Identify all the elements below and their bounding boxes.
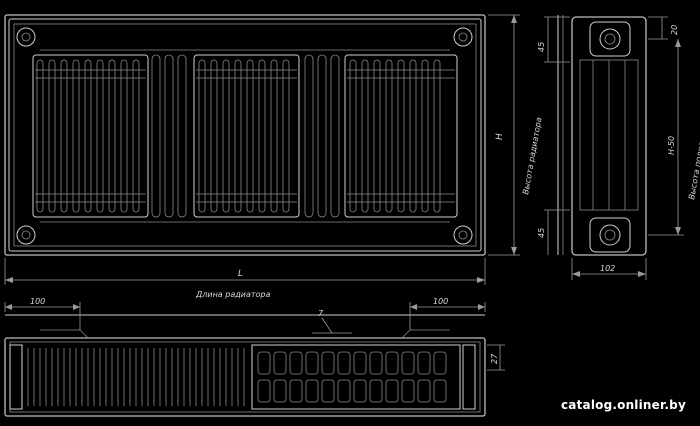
length-dimension: L Длина радиатора (4, 258, 486, 299)
top-view (4, 314, 486, 417)
top-view-convector-right (251, 344, 461, 410)
dim-100-left: 100 (30, 297, 45, 306)
fin-block-center-right (304, 54, 340, 218)
dim-27: 27 (490, 353, 499, 364)
side-view (557, 15, 647, 256)
h50-caption: Высота подключения (687, 110, 700, 201)
corner-bracket-br (453, 225, 473, 245)
dim-7: 7 (318, 309, 324, 318)
corner-bracket-tr (453, 27, 473, 47)
dim-100-right: 100 (433, 297, 448, 306)
watermark: catalog.onliner.by (560, 398, 686, 412)
fin-block-center-left (151, 54, 187, 218)
corner-bracket-bl (16, 225, 36, 245)
corner-bracket-tl (16, 27, 36, 47)
dim-45-bottom: 45 (537, 228, 546, 238)
height-dimension: H Высота радиатора (488, 14, 544, 256)
front-view (4, 14, 486, 256)
dim-102: 102 (600, 264, 615, 273)
h50-symbol: H-50 (667, 136, 676, 155)
dim-20: 20 (670, 25, 679, 35)
dim-45-top: 45 (537, 42, 546, 52)
top-fitting (589, 21, 631, 57)
length-caption: Длина радиатора (195, 290, 270, 299)
top-view-fins-left (27, 348, 245, 406)
fin-block-right (344, 54, 458, 218)
fin-block-left (32, 54, 149, 218)
length-symbol: L (238, 269, 243, 279)
top-view-dimensions: 100 100 7 27 (4, 297, 505, 371)
fin-block-middle (193, 54, 300, 218)
height-symbol: H (495, 133, 505, 140)
height-caption: Высота радиатора (521, 117, 543, 196)
bottom-fitting (589, 217, 631, 253)
